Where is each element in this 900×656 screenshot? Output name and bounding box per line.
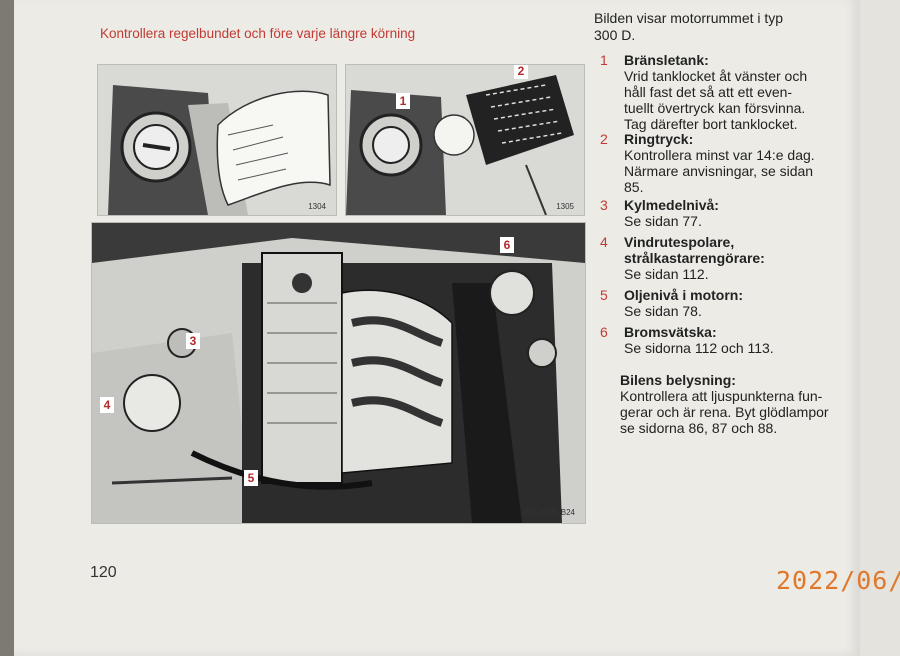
item-title: Vindrutespolare, xyxy=(624,234,735,250)
figure-number-1304: 1304 xyxy=(308,202,326,211)
engine-bay-illustration xyxy=(92,223,585,523)
item-line: Närmare anvisningar, se sidan xyxy=(624,163,814,179)
figure-fuel-flap: 1 2 1305 xyxy=(345,64,585,216)
item-line: Se sidorna 112 och 113. xyxy=(624,340,774,356)
lights-line: gerar och är rena. Byt glödlampor xyxy=(620,404,829,420)
item-title-line2: strålkastarrengörare: xyxy=(624,250,765,266)
intro-line: 300 D. xyxy=(594,27,636,43)
page-number: 120 xyxy=(90,564,117,581)
item-number: 6 xyxy=(600,324,608,340)
figure-number-1305: 1305 xyxy=(556,202,574,211)
item-line: Se sidan 78. xyxy=(624,303,702,319)
lights-title: Bilens belysning: xyxy=(620,372,736,388)
item-line: Tag därefter bort tanklocket. xyxy=(624,116,798,132)
item-title: Kylmedelnivå: xyxy=(624,197,719,213)
item-title: Ringtryck: xyxy=(624,131,694,147)
callout-3: 3 xyxy=(186,333,200,349)
page-heading: Kontrollera regelbundet och före varje l… xyxy=(100,26,416,41)
intro-line: Bilden visar motorrummet i typ xyxy=(594,10,784,26)
item-line: tuellt övertryck kan försvinna. xyxy=(624,100,806,116)
item-number: 1 xyxy=(600,52,608,68)
item-number: 2 xyxy=(600,131,608,147)
callout-2: 2 xyxy=(514,65,528,79)
item-number: 4 xyxy=(600,234,608,250)
callout-5: 5 xyxy=(244,470,258,486)
item-line: Kontrollera minst var 14:e dag. xyxy=(624,147,815,163)
figure-engine-bay: 3 4 5 6 P01-0025-B24 xyxy=(91,222,586,524)
figure-number-engine: P01-0025-B24 xyxy=(523,508,575,517)
item-line: håll fast det så att ett even- xyxy=(624,84,793,100)
figure-fuel-cap-hand: 1304 xyxy=(97,64,337,216)
item-title: Bromsvätska: xyxy=(624,324,717,340)
item-number: 3 xyxy=(600,197,608,213)
intro-text: Bilden visar motorrummet i typ 300 D. xyxy=(594,10,844,44)
item-line: Se sidan 77. xyxy=(624,213,702,229)
fuel-flap-illustration xyxy=(346,65,584,215)
item-number: 5 xyxy=(600,287,608,303)
callout-1: 1 xyxy=(396,93,410,109)
callout-4: 4 xyxy=(100,397,114,413)
callout-6: 6 xyxy=(500,237,514,253)
lights-section: Bilens belysning: Kontrollera att ljuspu… xyxy=(620,372,860,436)
date-stamp: 2022/06/ xyxy=(776,566,900,595)
item-fuel-tank: 1 Bränsletank: Vrid tanklocket åt vänste… xyxy=(600,52,860,132)
item-line: Vrid tanklocket åt vänster och xyxy=(624,68,808,84)
lights-line: se sidorna 86, 87 och 88. xyxy=(620,420,778,436)
item-title: Bränsletank: xyxy=(624,52,709,68)
lights-line: Kontrollera att ljuspunkterna fun- xyxy=(620,388,823,404)
fuel-cap-illustration xyxy=(98,65,336,215)
item-line: Se sidan 112. xyxy=(624,266,709,282)
item-title: Oljenivå i motorn: xyxy=(624,287,744,303)
item-line: 85. xyxy=(624,179,644,195)
